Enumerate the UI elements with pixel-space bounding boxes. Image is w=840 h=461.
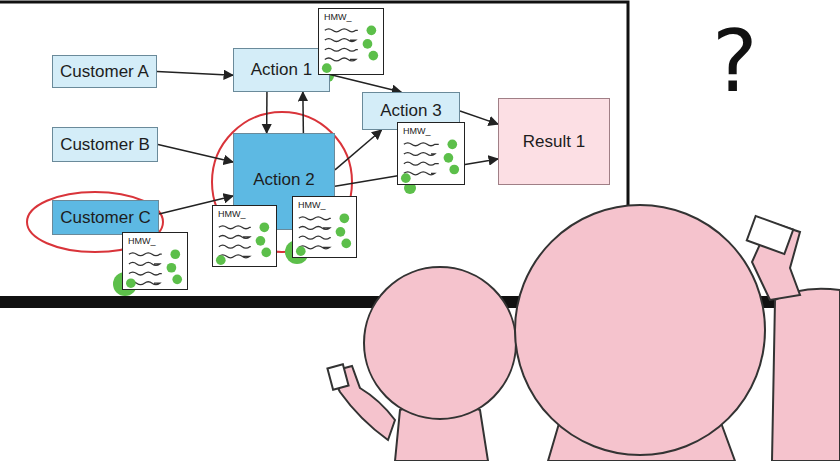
board-frame: [0, 2, 628, 300]
sticky-note: HMW_: [397, 122, 465, 185]
card: [747, 216, 793, 254]
head: [515, 205, 765, 455]
question-mark: ?: [712, 18, 758, 104]
box-label: Customer A: [60, 62, 149, 82]
process-box: Customer C: [52, 200, 159, 235]
whiteboard: [0, 0, 628, 300]
process-box: Action 1: [233, 48, 330, 92]
highlight-circle: [27, 192, 163, 252]
process-box: Customer A: [52, 55, 157, 88]
box-label: Action 1: [251, 60, 312, 80]
note-text: HMW_: [293, 197, 326, 210]
note-text: HMW_: [319, 9, 352, 22]
box-label: Result 1: [523, 132, 585, 152]
box-label: Action 2: [253, 170, 314, 190]
box-label: Customer C: [60, 208, 151, 228]
sticky-note: HMW_: [292, 196, 357, 258]
flow-arrow: [266, 92, 268, 133]
sticky-note: HMW_: [122, 232, 188, 290]
body: [772, 289, 840, 461]
flow-arrow: [158, 145, 233, 163]
box-label: Action 3: [380, 101, 441, 121]
flow-arrow: [335, 130, 382, 170]
flow-arrow: [460, 111, 498, 124]
note-text: HMW_: [123, 233, 156, 246]
note-text: HMW_: [398, 123, 431, 136]
box-label: Customer B: [60, 135, 150, 155]
note-text: HMW_: [213, 206, 246, 219]
process-box: Customer B: [52, 127, 158, 162]
flow-arrow: [330, 74, 401, 92]
people: [327, 205, 840, 461]
flow-arrow: [157, 72, 233, 76]
process-box: Result 1: [498, 98, 610, 185]
head: [364, 267, 516, 419]
flow-arrow: [302, 92, 304, 133]
sticky-note: HMW_: [318, 8, 384, 75]
card: [327, 364, 348, 389]
sticky-note: HMW_: [212, 205, 277, 267]
